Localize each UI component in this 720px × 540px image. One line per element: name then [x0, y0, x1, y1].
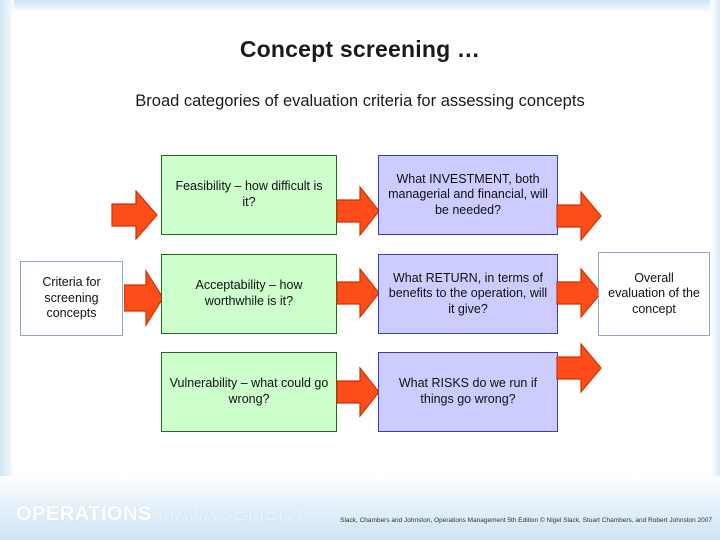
arrow-criteria-to-acceptability [124, 269, 164, 327]
box-return: What RETURN, in terms of benefits to the… [378, 254, 558, 334]
arrow-acceptability-to-return [336, 267, 380, 319]
decorative-top-edge [0, 0, 720, 12]
box-risks: What RISKS do we run if things go wrong? [378, 352, 558, 432]
footer-logo: OPERATIONS MANAGEMENT [16, 503, 306, 526]
arrow-feasibility-to-investment [336, 185, 380, 237]
box-feasibility: Feasibility – how difficult is it? [161, 155, 337, 235]
arrow-investment-to-overall [556, 190, 602, 242]
decorative-right-edge [710, 0, 720, 540]
footer-logo-light: MANAGEMENT [157, 503, 307, 525]
box-overall-evaluation: Overall evaluation of the concept [598, 252, 710, 336]
arrow-vulnerability-to-risks [336, 366, 380, 418]
page-subtitle: Broad categories of evaluation criteria … [135, 92, 585, 110]
box-investment: What INVESTMENT, both managerial and fin… [378, 155, 558, 235]
decorative-left-edge [0, 0, 14, 540]
box-acceptability: Acceptability – how worthwhile is it? [161, 254, 337, 334]
footer-credit: Slack, Chambers and Johnston, Operations… [340, 517, 712, 524]
box-vulnerability: Vulnerability – what could go wrong? [161, 352, 337, 432]
decorative-bottom-band [0, 476, 720, 540]
arrow-return-to-overall [556, 267, 602, 319]
arrow-risks-to-overall [556, 342, 602, 394]
box-criteria-for-screening-concepts: Criteria for screening concepts [20, 261, 123, 336]
page-title: Concept screening … [239, 36, 481, 62]
arrow-criteria-to-feasibility [110, 190, 158, 240]
footer-logo-bold: OPERATIONS [16, 503, 152, 525]
